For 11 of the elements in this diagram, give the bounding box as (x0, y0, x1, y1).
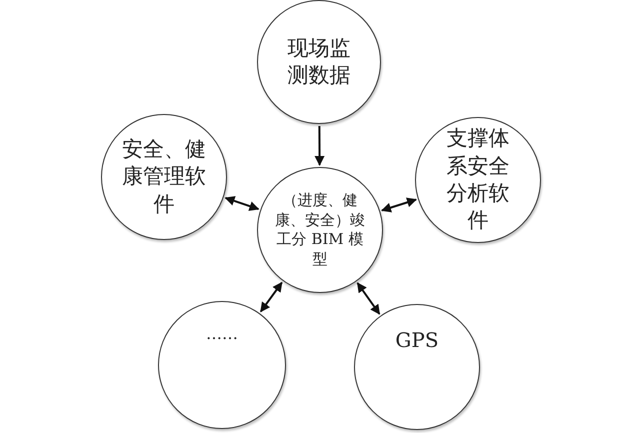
node-label: 安全、健康管理软件 (121, 136, 207, 218)
arrow (314, 126, 325, 166)
node-label: 现场监测数据 (286, 34, 352, 89)
node-label: 支撑体系安全分析软件 (446, 125, 510, 234)
node-label: （进度、健康、安全）竣工分 BIM 模型 (274, 191, 366, 269)
node-label: …… (205, 324, 239, 345)
arrow (260, 282, 283, 312)
arrow (381, 198, 417, 212)
arrow (224, 196, 260, 211)
arrow (356, 282, 380, 315)
node-label: GPS (394, 327, 440, 353)
